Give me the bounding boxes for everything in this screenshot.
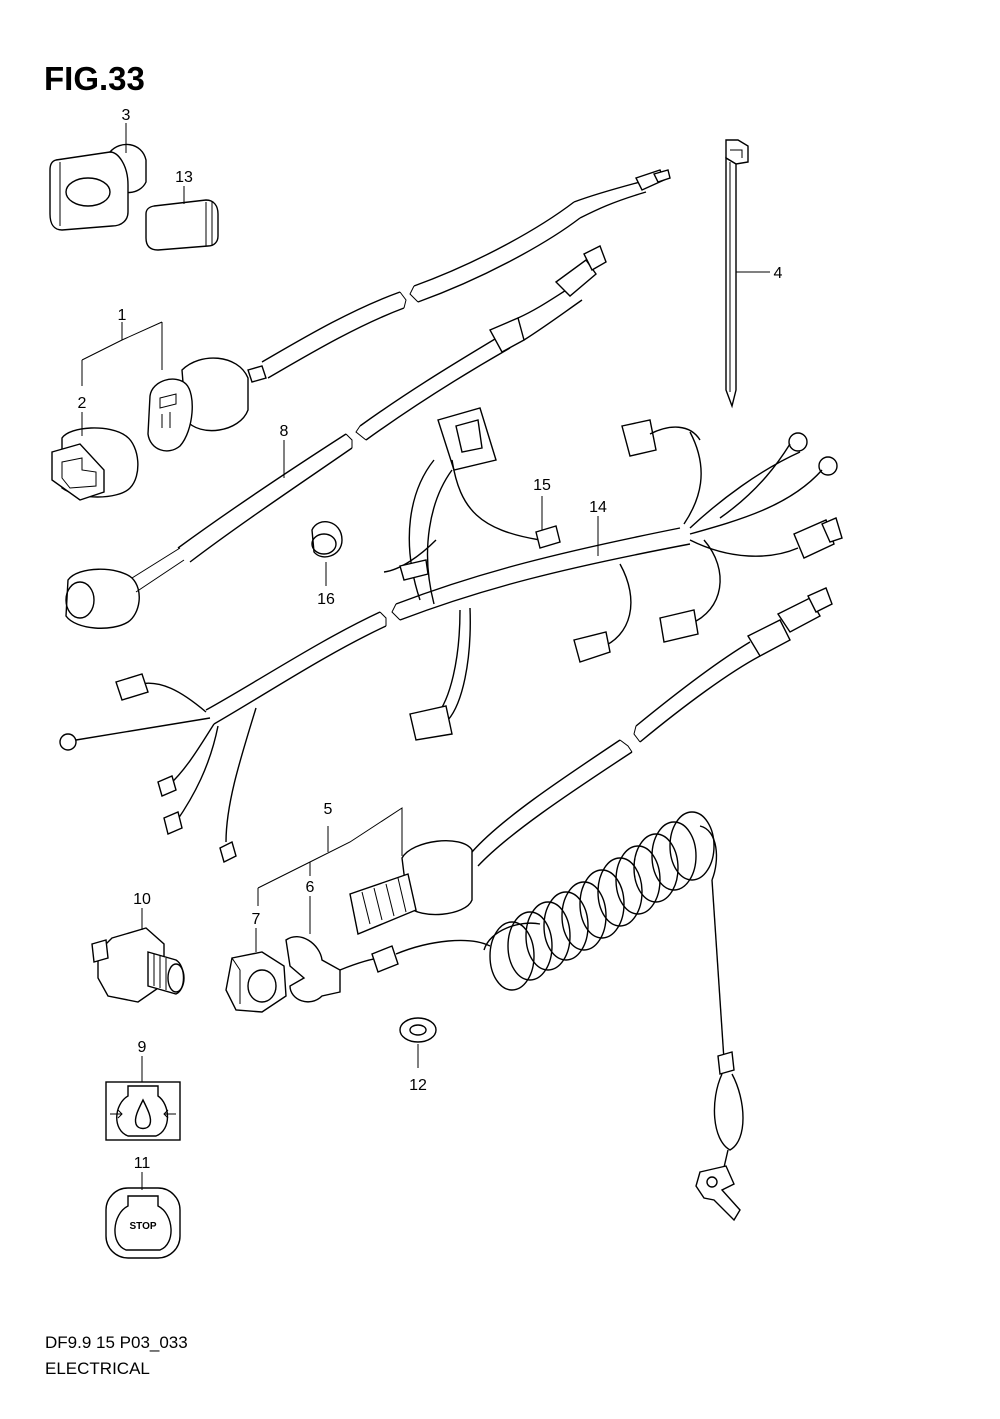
callout-13: 13 [175,169,193,186]
callout-15: 15 [533,477,551,494]
callout-10: 10 [133,891,151,908]
switch-part-1 [147,357,267,452]
cable-part-8 [65,245,607,629]
callout-6: 6 [306,879,315,896]
coil-rings [489,811,715,991]
callout-5: 5 [324,801,333,818]
harness-part-14 [59,407,843,864]
callout-3: 3 [122,107,131,124]
callout-14: 14 [589,499,607,516]
callout-4: 4 [774,265,783,282]
callout-11: 11 [134,1155,151,1172]
coiled-cord [483,811,744,1222]
callout-1: 1 [118,307,127,324]
figure-title: FIG.33 [44,60,145,97]
callout-8: 8 [280,423,289,440]
leader-bracket-5 [257,807,403,889]
callout-12: 12 [409,1077,427,1094]
stop-label-part-11: STOP [105,1187,181,1259]
callout-2: 2 [78,395,87,412]
clip-part-6 [285,935,491,1003]
cap-part-13 [145,199,219,251]
callout-7: 7 [252,911,261,928]
figure-name: ELECTRICAL [45,1359,150,1378]
callout-9: 9 [138,1039,147,1056]
callout-16: 16 [317,591,335,608]
figure-code: DF9.9 15 P03_033 [45,1333,188,1352]
cap-part-2 [51,427,139,501]
clamp-part-16 [311,521,343,558]
grommet-part-3 [49,143,147,231]
washer-part-12 [399,1017,437,1043]
nut-part-7 [225,951,287,1013]
oil-label-part-9 [105,1081,181,1141]
cable-tie-part-4 [725,139,749,409]
stop-switch-part-5 [349,587,833,935]
sensor-part-10 [91,927,185,1003]
stop-text: STOP [129,1221,156,1232]
cable-upper [261,169,671,379]
